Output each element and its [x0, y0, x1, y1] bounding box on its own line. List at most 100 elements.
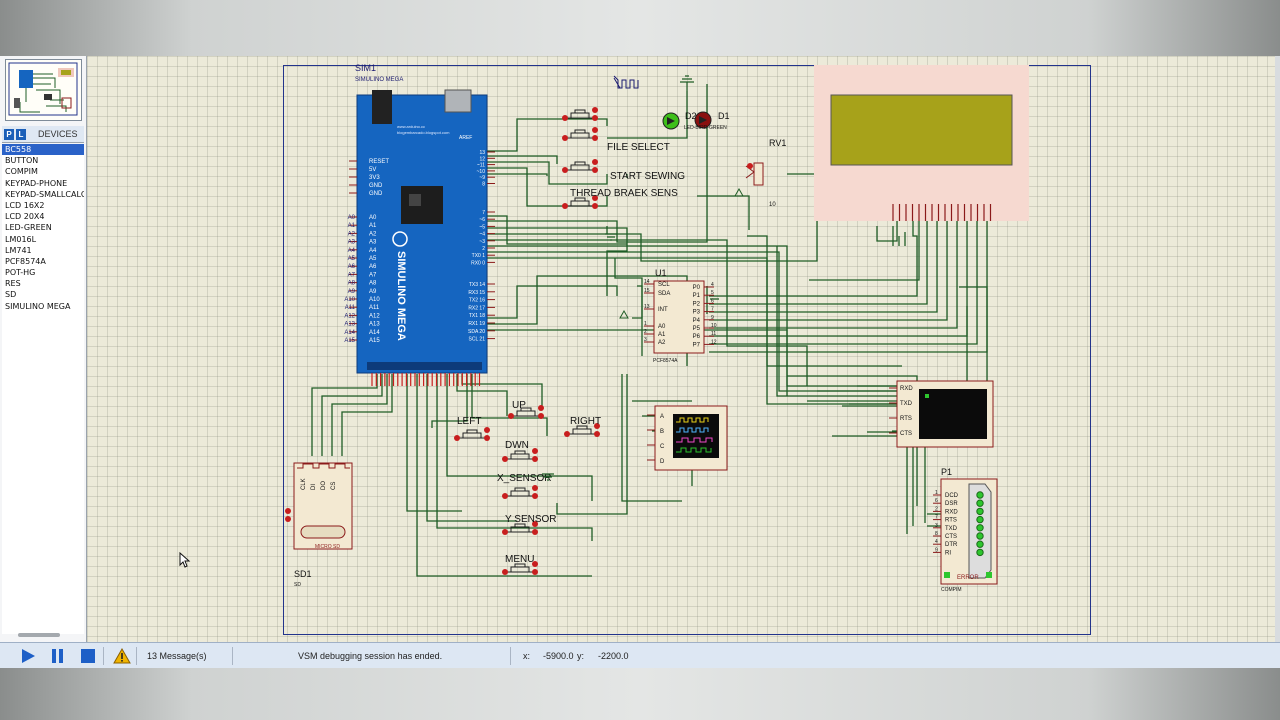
lcd-display-component[interactable]	[814, 65, 1029, 221]
push-button[interactable]	[562, 159, 598, 173]
device-list-item[interactable]: KEYPAD-PHONE	[5, 178, 68, 188]
device-list-item[interactable]: COMPIM	[5, 167, 38, 177]
push-button[interactable]	[502, 485, 538, 499]
x-coordinate: -5900.0	[543, 651, 574, 661]
device-list-item[interactable]: LM016L	[5, 234, 37, 244]
push-button[interactable]	[502, 561, 538, 575]
device-list-item[interactable]: POT-HG	[5, 268, 36, 278]
pause-button[interactable]	[50, 648, 66, 664]
led-d2-ref: D2	[685, 111, 697, 121]
push-button[interactable]	[564, 423, 600, 437]
u1-pin-number: 10	[711, 323, 717, 329]
warning-icon[interactable]	[113, 648, 131, 664]
device-list-item[interactable]: LCD 16X2	[5, 200, 45, 210]
terminal-pin-label: RTS	[900, 416, 912, 422]
led-d1[interactable]: D1 LED-BIRD-GREEN	[684, 111, 730, 131]
arduino-pin-label: ~6	[479, 217, 485, 223]
arduino-mega-component[interactable]: SIM1 SIMULINO MEGA www.arduino.cc blogem…	[344, 63, 495, 386]
wires	[311, 84, 988, 577]
play-button[interactable]	[18, 648, 38, 664]
push-button[interactable]	[508, 405, 544, 419]
devices-title: DEVICES	[38, 129, 78, 139]
p1-pin-name: DTR	[945, 542, 958, 548]
sd-pin-label: CLK	[301, 478, 307, 490]
arduino-pin-label: A6	[369, 264, 377, 270]
mouse-pointer-icon	[179, 552, 191, 568]
device-list-item[interactable]: PCF8574A	[5, 256, 46, 266]
horizontal-scrollbar[interactable]	[18, 633, 60, 637]
device-list-item[interactable]: LCD 20X4	[5, 212, 45, 222]
scope-channel-label: D	[660, 459, 665, 465]
p1-pin-number: 2	[935, 506, 938, 512]
device-list-item[interactable]: LED-GREEN	[5, 223, 52, 233]
stop-button[interactable]	[80, 648, 96, 664]
arduino-pin-label: A11	[369, 305, 380, 311]
signal-generator-icon[interactable]	[613, 75, 639, 89]
left-label: LEFT	[457, 416, 481, 427]
arduino-pin-label: RESET	[369, 159, 389, 165]
device-list-item[interactable]: LM741	[5, 245, 32, 255]
schematic-workspace[interactable]: SIM1 SIMULINO MEGA www.arduino.cc blogem…	[87, 56, 1275, 642]
u1-pin-name: P4	[693, 318, 701, 324]
device-list-item[interactable]: RES	[5, 279, 21, 289]
p1-ref: P1	[941, 467, 952, 477]
u1-pin-name: P7	[693, 342, 701, 348]
u1-pin-name: A0	[658, 324, 666, 330]
arduino-pin-label: GND	[369, 191, 383, 197]
u1-pin-number: 14	[644, 279, 650, 285]
mcu-chip	[401, 186, 443, 224]
device-list-item[interactable]: BC558	[2, 144, 84, 156]
arduino-pin-label: ~9	[479, 175, 485, 181]
analog-pin-outer-label: A11	[345, 305, 356, 311]
device-list-item[interactable]: SIMULINO MEGA	[5, 301, 71, 311]
arduino-pin-label: A13	[369, 322, 380, 328]
push-button[interactable]	[562, 127, 598, 141]
led-d2[interactable]: D2	[662, 111, 697, 130]
down-label: DWN	[505, 440, 529, 451]
push-button[interactable]	[502, 448, 538, 462]
push-button[interactable]	[562, 195, 598, 209]
arduino-pin-label: GND	[369, 183, 383, 189]
device-list-item[interactable]: BUTTON	[5, 156, 39, 166]
sim1-value: SIMULINO MEGA	[355, 77, 403, 83]
arduino-pin-label: 2	[482, 246, 485, 252]
push-button[interactable]	[502, 521, 538, 535]
rv1-ref: RV1	[769, 138, 786, 148]
message-count[interactable]: 13 Message(s)	[147, 651, 207, 661]
u1-pin-number: 1	[644, 321, 647, 327]
analog-pin-outer-label: A13	[344, 322, 355, 328]
y-sensor-label: Y SENSOR	[505, 514, 557, 525]
schematic-canvas[interactable]: SIM1 SIMULINO MEGA www.arduino.cc blogem…	[87, 56, 1275, 642]
u1-pin-number: 4	[711, 282, 714, 288]
terminal-cursor	[925, 394, 929, 398]
usb-port	[444, 89, 472, 113]
push-button[interactable]	[454, 427, 490, 441]
rv1-potentiometer[interactable]: RV1 10	[734, 138, 786, 208]
overview-window[interactable]	[5, 59, 82, 121]
overview-thumbnail	[8, 62, 78, 116]
arduino-pin-label: 12	[479, 156, 485, 162]
u1-pin-number: 9	[711, 315, 714, 321]
library-button[interactable]: L	[16, 129, 26, 141]
pick-devices-button[interactable]: P	[4, 129, 14, 141]
terminal-pin-label: RXD	[900, 386, 913, 392]
device-list-item[interactable]: SD	[5, 290, 17, 300]
device-list-item[interactable]: KEYPAD-SMALLCALC	[5, 189, 84, 199]
sd-pin-label: DO	[321, 481, 327, 490]
p1-pin-number: 8	[935, 531, 938, 537]
p1-pin-number: 6	[935, 498, 938, 504]
arduino-pin-label: ~11	[477, 163, 485, 169]
push-button[interactable]	[562, 107, 598, 121]
p1-pin-name: RI	[945, 550, 951, 556]
arduino-pin-label: 5V	[369, 167, 376, 173]
u1-pin-number: 3	[644, 337, 647, 343]
